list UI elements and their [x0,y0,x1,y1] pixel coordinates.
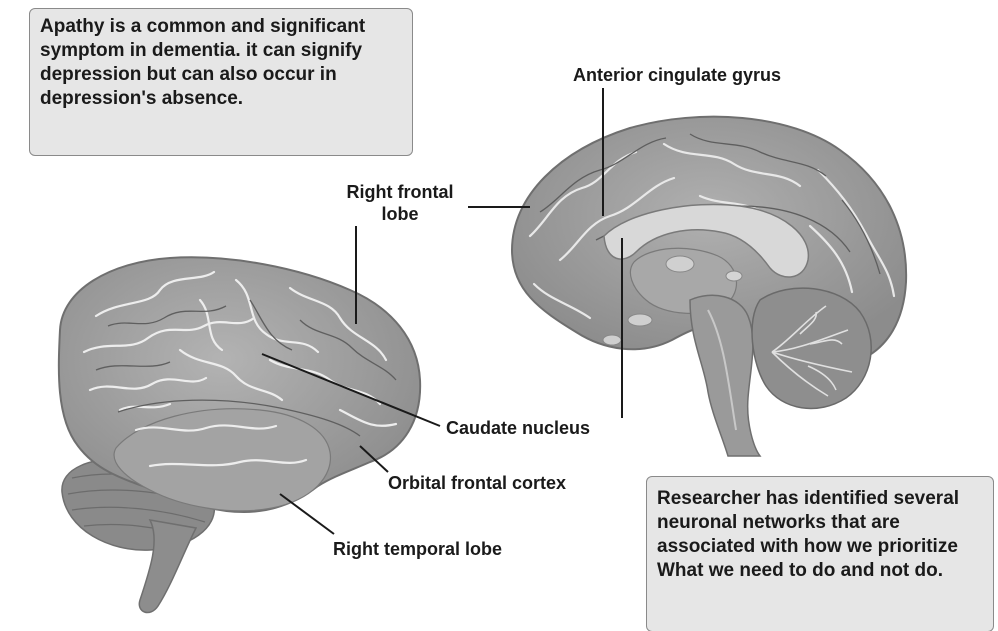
small-nucleus [726,271,742,281]
note-apathy: Apathy is a common and significant sympt… [29,8,413,156]
note-neuronal-networks: Researcher has identified several neuron… [646,476,994,631]
caudate-nucleus-shape [666,256,694,272]
label-anterior-cingulate-gyrus: Anterior cingulate gyrus [573,64,781,86]
sagittal-brainstem [690,295,760,456]
sagittal-cerebellum [752,288,871,408]
leader-temporal [280,494,334,534]
label-caudate-nucleus: Caudate nucleus [446,417,590,439]
small-nucleus [628,314,652,326]
label-right-temporal-lobe: Right temporal lobe [333,538,502,560]
small-nucleus [603,335,621,345]
label-orbital-frontal-cortex: Orbital frontal cortex [388,472,566,494]
sagittal-brain [512,117,906,456]
label-right-frontal-lobe: Right frontal lobe [330,181,470,225]
